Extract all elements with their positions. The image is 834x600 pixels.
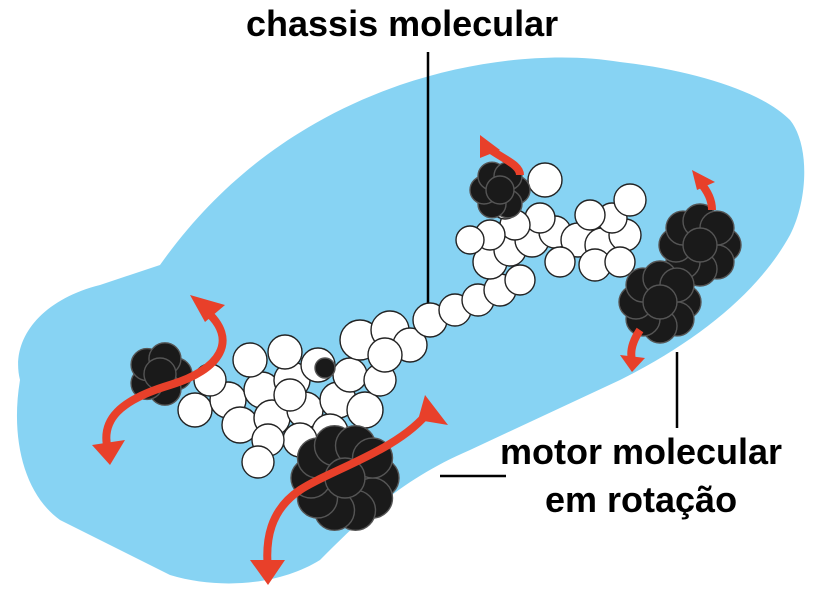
rotation-arrow-icon — [263, 407, 434, 571]
chassis-atom — [241, 445, 275, 479]
wheel-atom — [314, 357, 336, 379]
chassis-atom — [504, 264, 536, 296]
motor-label-line2: em rotação — [544, 479, 738, 520]
rotation-arrow-icon — [102, 306, 227, 452]
chassis-atom — [613, 183, 647, 217]
arrowhead-icon — [92, 440, 125, 465]
motor-label-line1: motor molecular — [500, 431, 783, 472]
chassis-atom — [455, 225, 485, 255]
chassis-atom — [527, 162, 563, 198]
chassis-atom — [574, 199, 606, 231]
chassis-atom — [273, 378, 307, 412]
molecular-wheels — [130, 161, 742, 532]
wheel-atom — [682, 227, 718, 263]
arrowhead-icon — [480, 135, 500, 158]
molecular-chassis — [177, 162, 647, 479]
chassis-atom — [367, 337, 403, 373]
motor-label: motor molecular em rotação — [500, 428, 782, 524]
arrowhead-icon — [250, 560, 285, 585]
arrowhead-icon — [190, 295, 225, 322]
chassis-atom — [332, 357, 368, 393]
chassis-atom — [346, 391, 384, 429]
chassis-atom — [232, 342, 268, 378]
chassis-atom — [267, 334, 303, 370]
wheel-atom — [642, 284, 678, 320]
wheel-atom — [485, 175, 515, 205]
rotation-arrows — [92, 135, 716, 585]
arrowhead-icon — [620, 355, 645, 372]
arrowhead-icon — [692, 170, 715, 190]
chassis-label: chassis molecular — [246, 3, 559, 44]
chassis-atom — [177, 392, 213, 428]
car-body-silhouette — [16, 57, 805, 584]
chassis-atom — [604, 246, 636, 278]
chassis-atom — [544, 246, 576, 278]
arrowhead-icon — [418, 395, 448, 425]
